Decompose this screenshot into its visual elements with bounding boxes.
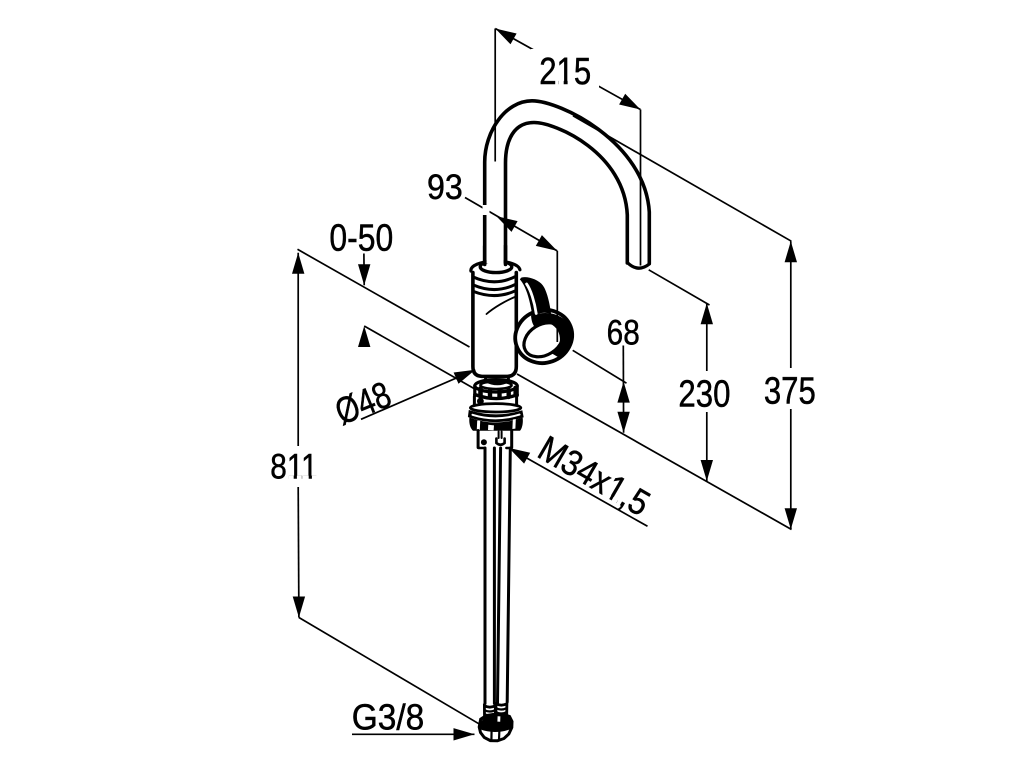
svg-text:811: 811 [270,447,317,486]
svg-text:0-50: 0-50 [329,217,393,259]
svg-text:375: 375 [764,371,816,413]
svg-text:215: 215 [539,51,591,93]
svg-text:68: 68 [607,313,640,352]
svg-text:G3/8: G3/8 [352,698,425,737]
svg-text:230: 230 [678,373,730,415]
svg-text:93: 93 [427,169,463,208]
